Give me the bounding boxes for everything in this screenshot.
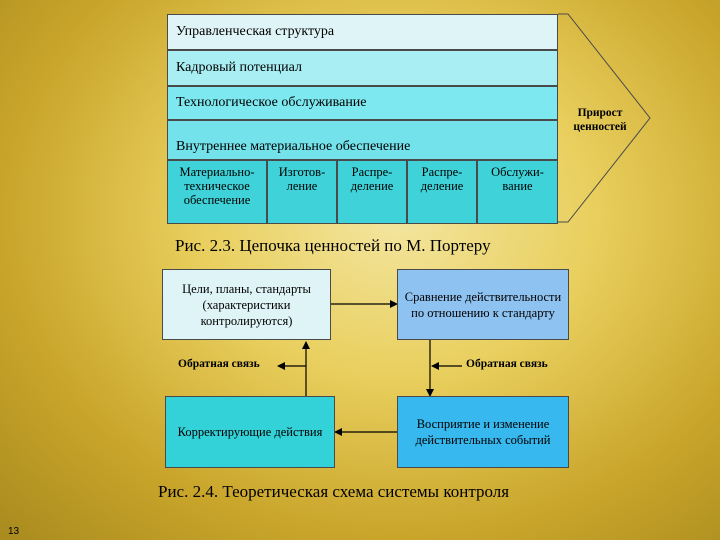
- margin-arrow-outline: [558, 13, 651, 223]
- primary-activity-service: Обслужи-вание: [477, 160, 558, 224]
- support-activity-management: Управленческая структура: [167, 14, 558, 50]
- perception-box: Восприятие и изменение действительных со…: [397, 396, 569, 468]
- primary-activity-logistics: Материально-техническое обеспечение: [167, 160, 267, 224]
- margin-label: Прирост ценностей: [573, 107, 627, 133]
- page-number: 13: [8, 526, 20, 537]
- compare-box: Сравнение действительности по отношению …: [397, 269, 569, 340]
- primary-activity-distribution-2: Распре-деление: [407, 160, 477, 224]
- figure-caption-2-4: Рис. 2.4. Теоретическая схема системы ко…: [158, 482, 510, 501]
- primary-activity-production: Изготов-ление: [267, 160, 337, 224]
- primary-activity-distribution-1: Распре-деление: [337, 160, 407, 224]
- support-activity-technology: Технологическое обслуживание: [167, 86, 558, 120]
- figure-caption-2-3: Рис. 2.3. Цепочка ценностей по М. Портер…: [175, 236, 491, 255]
- goals-box: Цели, планы, стандарты (характеристики к…: [162, 269, 331, 340]
- feedback-label-left: Обратная связь: [178, 358, 260, 370]
- feedback-label-right: Обратная связь: [466, 358, 548, 370]
- corrective-actions-box: Корректирующие действия: [165, 396, 335, 468]
- support-activity-procurement: Внутреннее материальное обеспечение: [167, 120, 558, 160]
- support-activity-hr: Кадровый потенциал: [167, 50, 558, 86]
